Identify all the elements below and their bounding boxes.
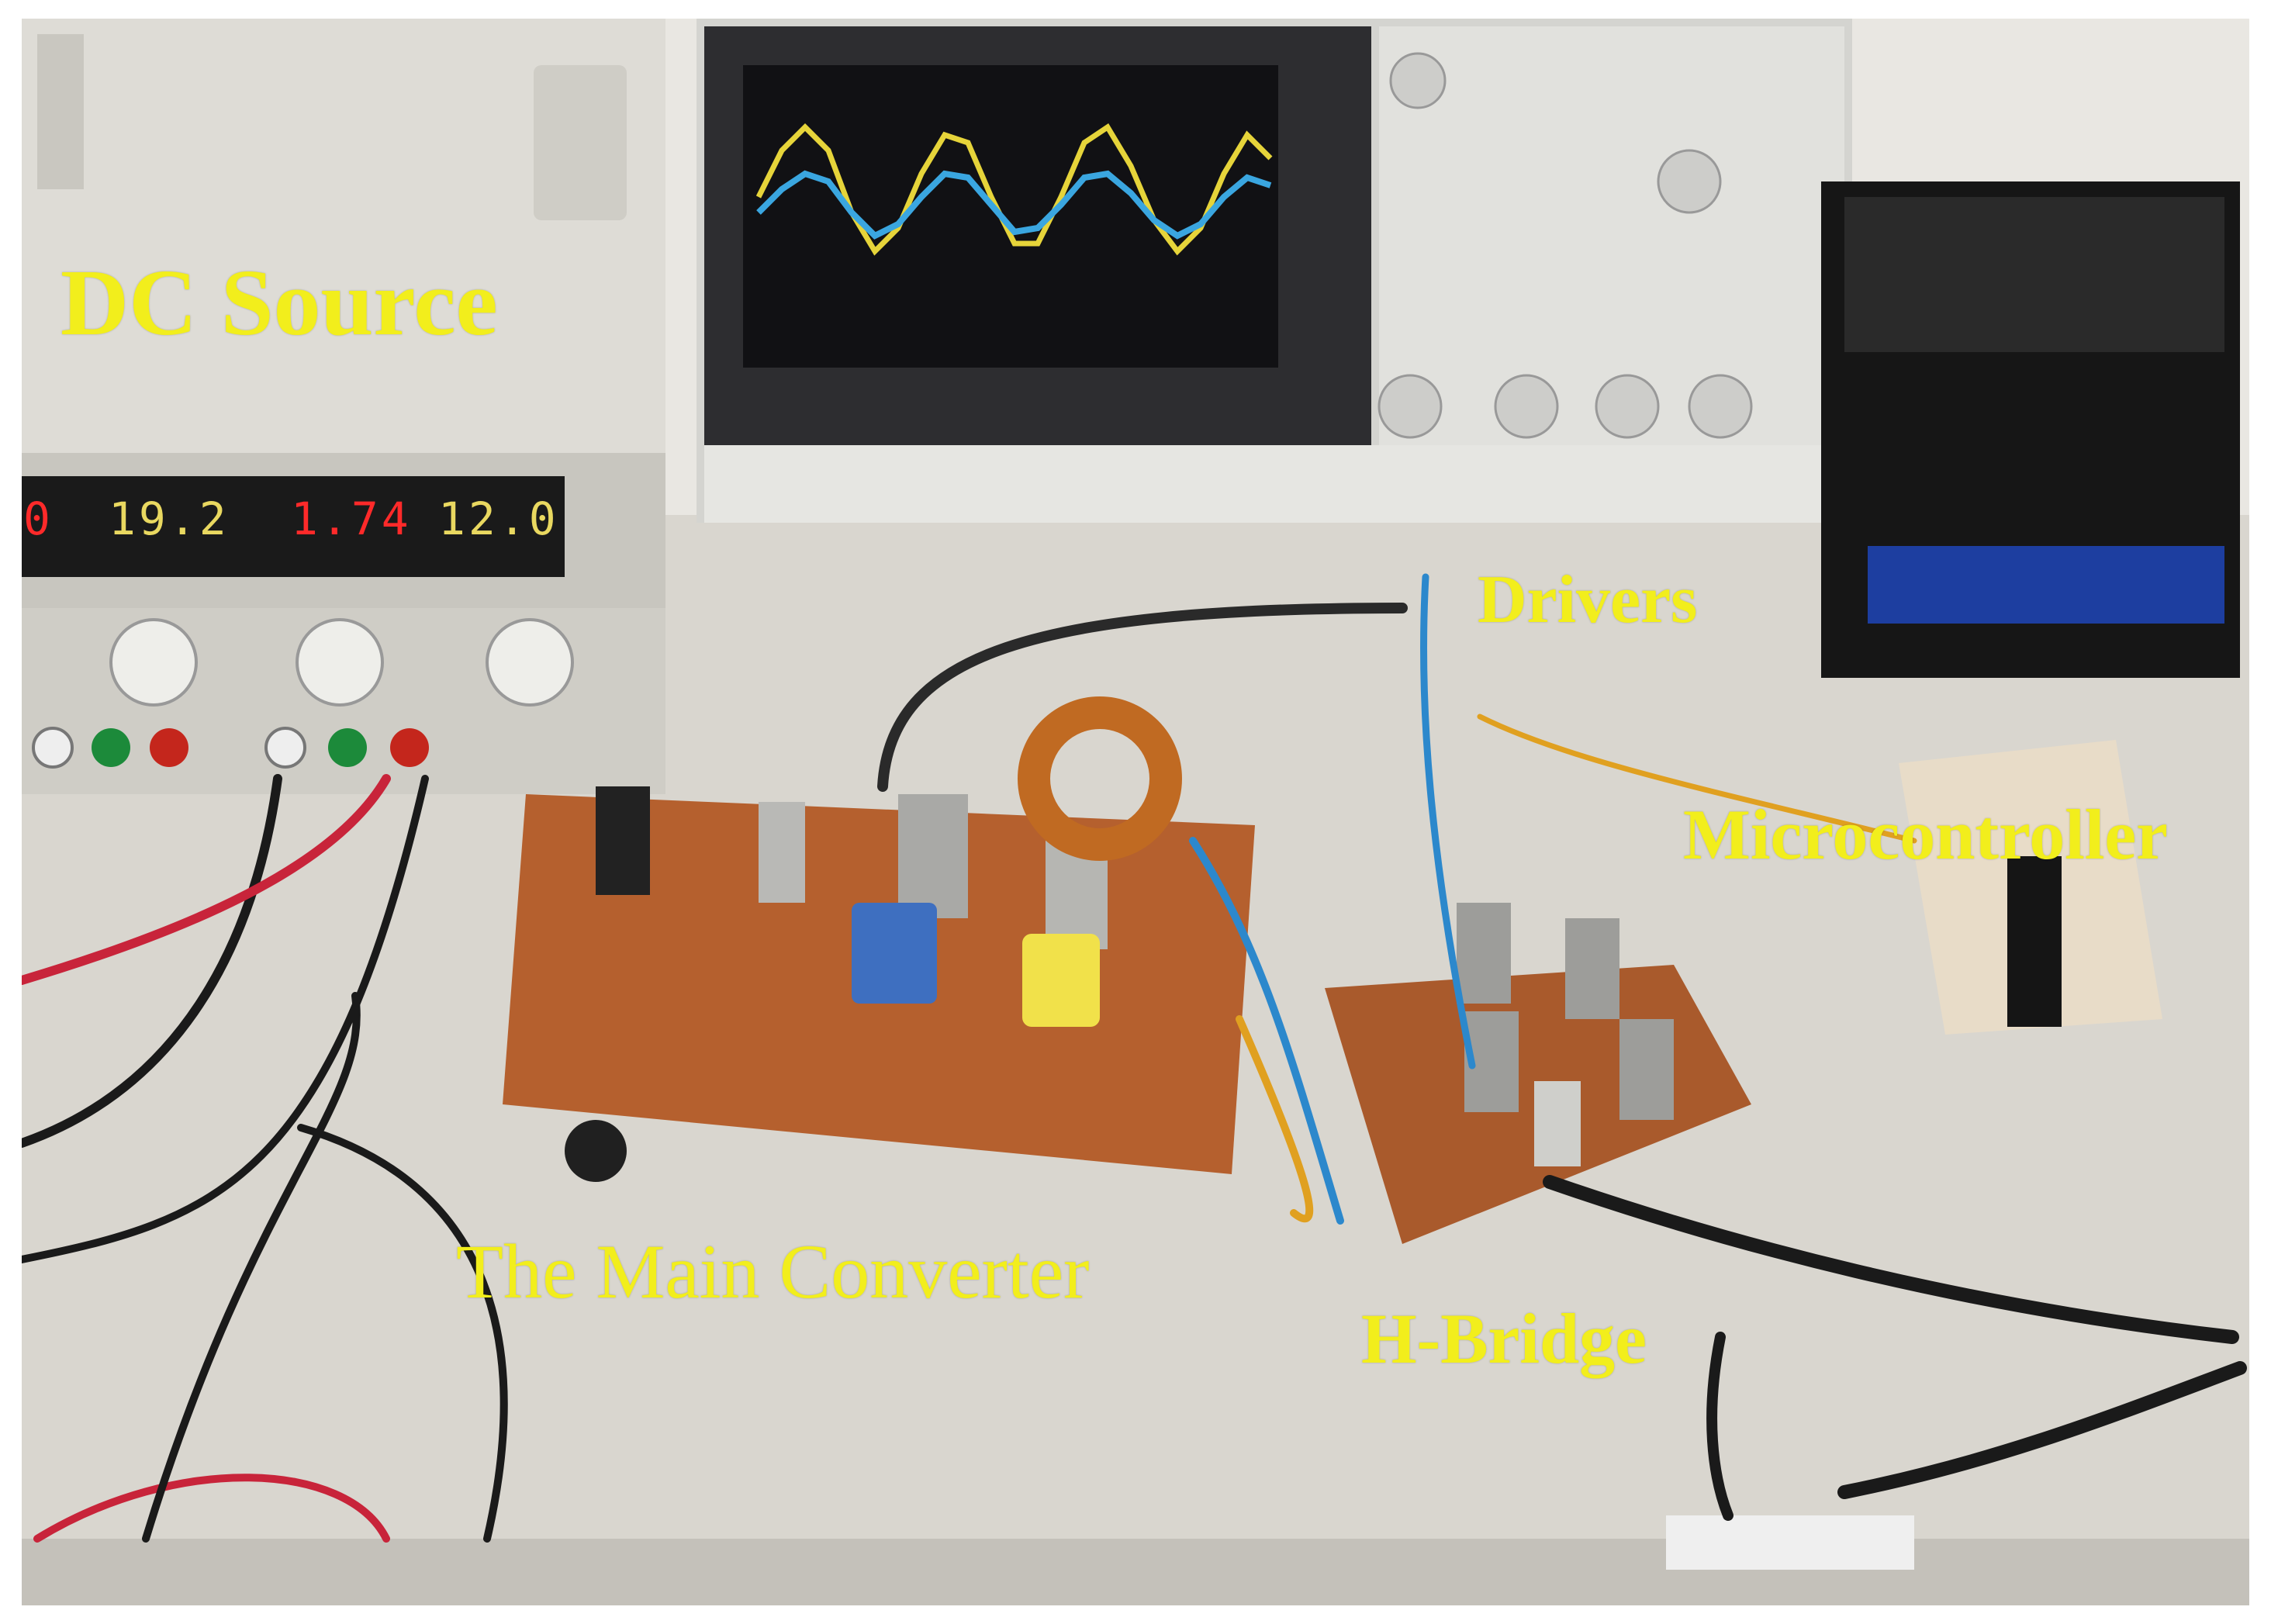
psu-terminal [32, 727, 74, 769]
lab-setup-photo [22, 19, 2249, 1605]
driver-enclosure [1821, 181, 2240, 678]
label-h-bridge: H-Bridge [1361, 1299, 1647, 1378]
psu-terminal [390, 728, 429, 767]
psu-knob [296, 618, 384, 707]
psu-terminal [150, 728, 188, 767]
table-edge [22, 1539, 2249, 1605]
psu-readout-1: 0 [23, 492, 54, 545]
psu-readout-2: 19.2 [109, 492, 230, 545]
psu-terminal [92, 728, 130, 767]
dc-source [22, 19, 665, 794]
label-drivers: Drivers [1478, 562, 1698, 638]
psu-knob [109, 618, 198, 707]
breadboard [1899, 740, 2162, 1035]
oscilloscope [697, 19, 1852, 523]
scope-trace-ch2 [756, 170, 1272, 240]
psu-knob [486, 618, 574, 707]
label-microcontroller: Microcontroller [1683, 795, 2168, 874]
cables [22, 573, 2247, 1543]
label-main-converter: The Main Converter [456, 1228, 1090, 1315]
scope-trace-ch1 [755, 123, 1273, 256]
main-converter-board [503, 696, 1255, 1182]
scope-screen [743, 65, 1278, 368]
label-dc-source: DC Source [60, 251, 498, 355]
psu-terminal [264, 727, 306, 769]
psu-readout-4: 12.0 [438, 492, 559, 545]
psu-display-panel [22, 476, 565, 577]
toroid-inductor [1018, 696, 1182, 861]
power-resistor [1666, 1515, 1914, 1570]
psu-readout-3: 1.74 [291, 492, 412, 545]
psu-terminal [328, 728, 367, 767]
h-bridge-board [1325, 903, 1751, 1244]
